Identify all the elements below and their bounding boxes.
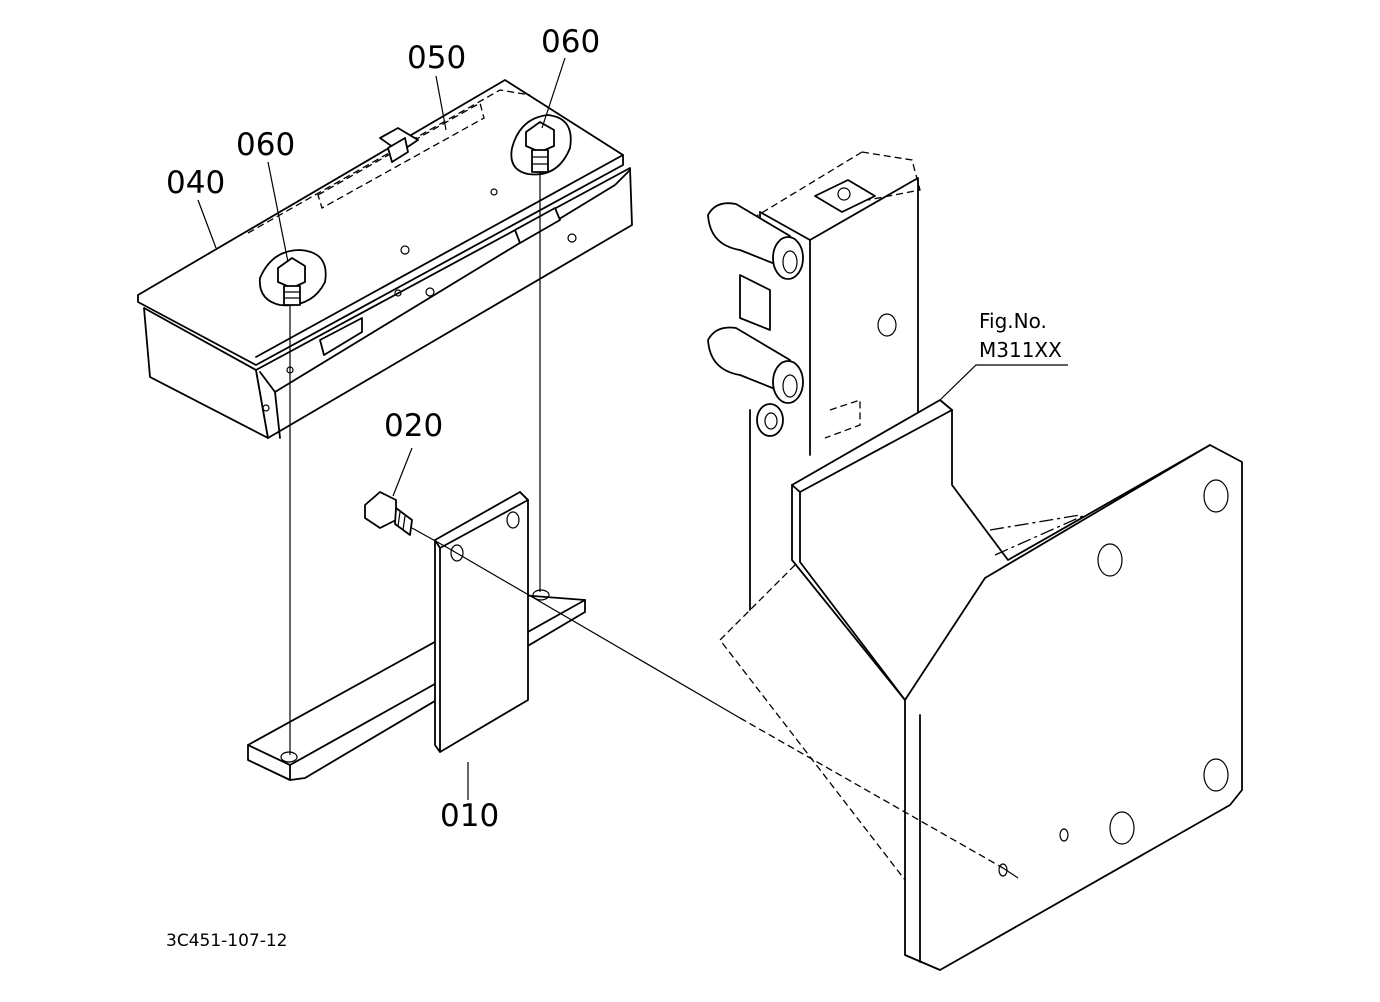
label-part-060-left: 060 <box>236 127 295 163</box>
leader-lines <box>197 57 1068 800</box>
label-part-020: 020 <box>384 408 443 444</box>
figure-ref-line1: Fig.No. <box>979 309 1047 333</box>
assembly-lines <box>289 172 1019 879</box>
part-060-bolt-right <box>510 114 572 176</box>
part-060-bolt-left <box>258 249 327 307</box>
frame-assembly <box>707 151 1243 971</box>
label-part-040: 040 <box>166 165 225 201</box>
part-020-bolt <box>364 491 413 536</box>
part-010-bracket <box>247 491 586 781</box>
label-part-050: 050 <box>407 40 466 76</box>
figure-ref-line2: M311XX <box>979 338 1062 362</box>
drawing-code: 3C451-107-12 <box>166 931 287 951</box>
label-part-060-right: 060 <box>541 24 600 60</box>
label-part-010: 010 <box>440 798 499 834</box>
part-040-cover <box>137 79 633 439</box>
